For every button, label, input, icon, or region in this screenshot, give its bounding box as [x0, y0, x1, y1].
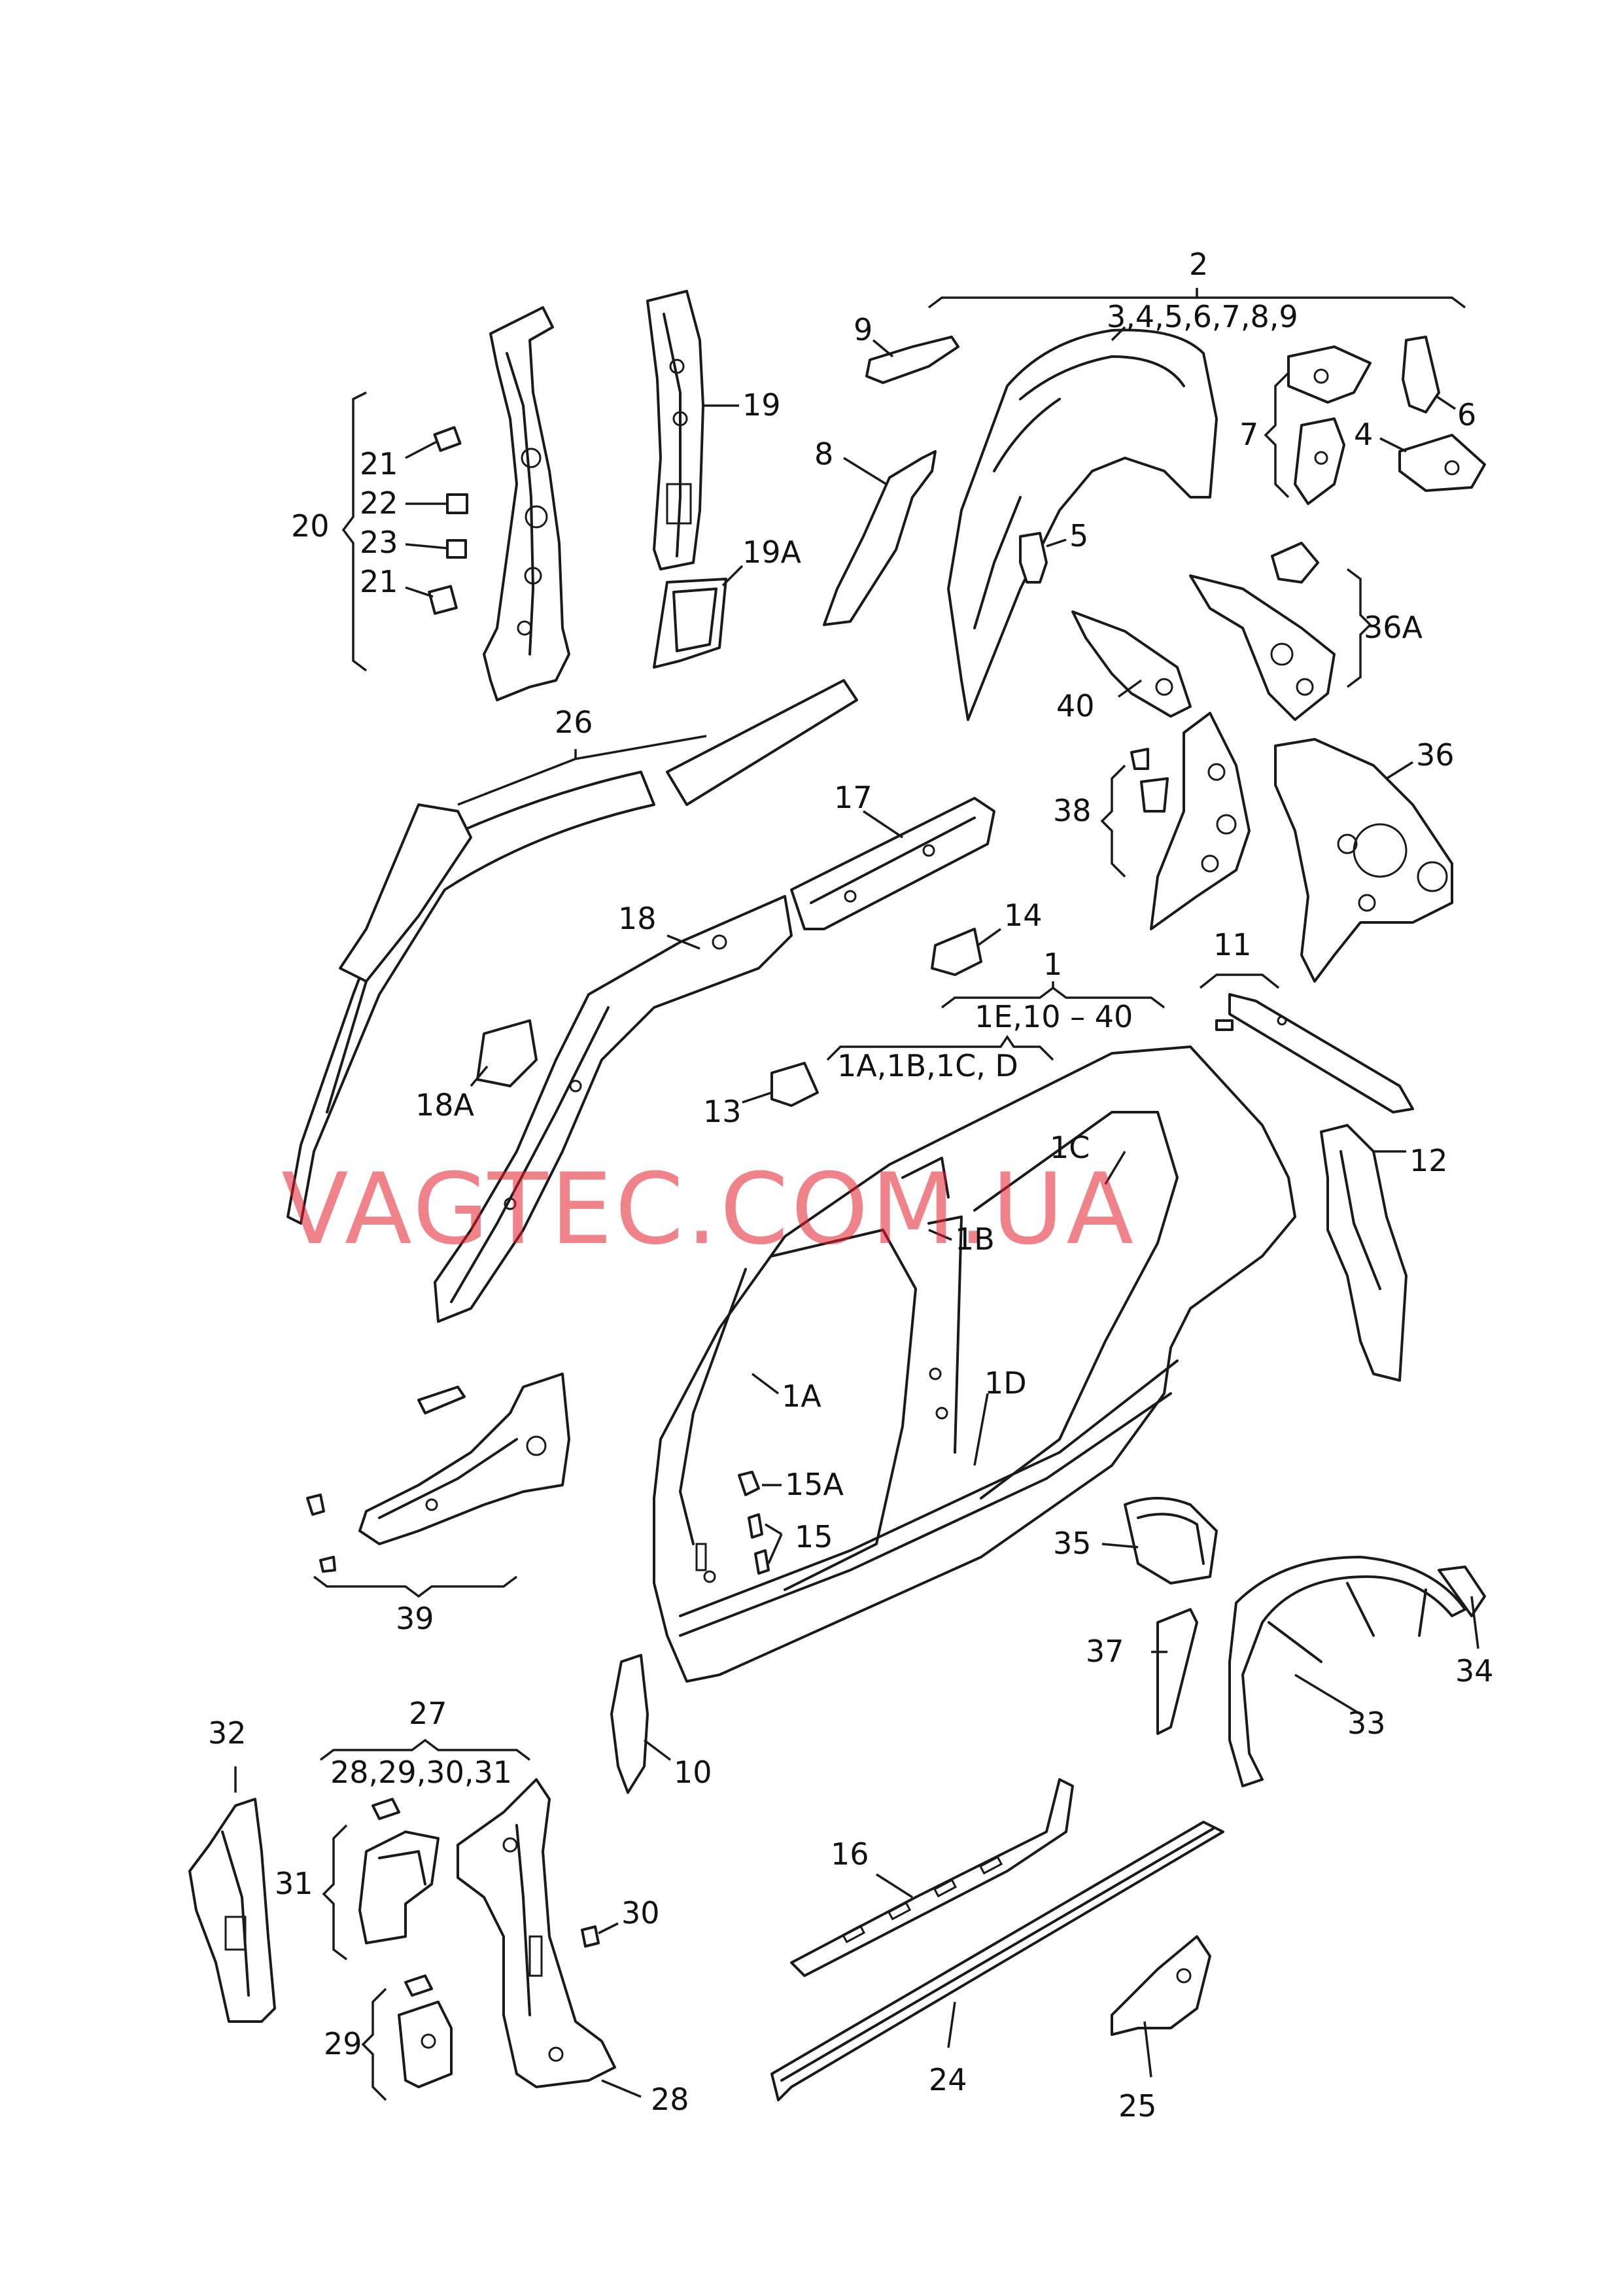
part-30-clip — [581, 1922, 619, 1948]
part-7-brackets — [1264, 345, 1372, 505]
callout-20: 20 — [291, 508, 330, 544]
part-9-bracket — [865, 336, 959, 384]
part-18A-bracket — [470, 1019, 538, 1087]
b-pillar-part — [483, 306, 570, 701]
part-19-reinforcement — [646, 290, 739, 570]
callout-21-bottom: 21 — [360, 564, 398, 599]
callout-15: 15 — [795, 1519, 833, 1554]
callout-28: 28 — [651, 2082, 689, 2117]
callout-23: 23 — [360, 525, 398, 560]
callout-35: 35 — [1053, 1526, 1092, 1561]
part-36A-group — [1189, 542, 1372, 721]
callout-2-subparts: 3,4,5,6,7,8,9 — [1107, 299, 1298, 334]
callout-5: 5 — [1069, 518, 1088, 553]
callout-19: 19 — [742, 387, 781, 423]
callout-25: 25 — [1118, 2088, 1157, 2124]
callout-4: 4 — [1354, 417, 1373, 452]
callout-7: 7 — [1239, 417, 1258, 452]
part-11-rail — [1199, 973, 1414, 1113]
callout-29: 29 — [324, 2026, 362, 2061]
part-36-panel — [1274, 738, 1453, 983]
part-38-group — [1100, 712, 1251, 930]
callout-19A: 19A — [742, 534, 802, 570]
callout-13: 13 — [703, 1094, 742, 1129]
callout-10: 10 — [674, 1755, 712, 1790]
callout-34: 34 — [1455, 1653, 1494, 1689]
part-2-wheelhouse — [927, 288, 1466, 721]
callout-1-range: 1E,10 – 40 — [975, 999, 1133, 1034]
callout-1D: 1D — [984, 1365, 1027, 1401]
callout-38: 38 — [1053, 793, 1092, 828]
part-13-plate — [742, 1062, 819, 1107]
part-12-panel — [1320, 1124, 1408, 1382]
callout-6: 6 — [1457, 397, 1476, 432]
side-panel-main — [653, 1045, 1296, 1683]
part-8-bracket — [823, 450, 937, 626]
part-27-brackets — [319, 1738, 531, 1761]
callout-36: 36 — [1416, 737, 1455, 773]
callout-39: 39 — [396, 1601, 434, 1636]
callout-17: 17 — [834, 780, 872, 815]
callout-40: 40 — [1056, 688, 1095, 724]
callout-1-subparts: 1A,1B,1C, D — [837, 1048, 1018, 1083]
callout-15A: 15A — [785, 1467, 844, 1502]
callout-37: 37 — [1086, 1634, 1124, 1669]
part-5-clip — [1019, 532, 1067, 584]
part-29-group — [361, 1974, 453, 2101]
part-16-rail — [790, 1778, 1074, 1977]
part-19A-bracket — [653, 565, 744, 669]
part-24-sill — [770, 1821, 1224, 2101]
callout-26: 26 — [555, 705, 593, 740]
part-31-group — [322, 1798, 440, 1961]
part-25-bracket — [1111, 1935, 1211, 2078]
callout-1A: 1A — [782, 1378, 821, 1414]
callout-31: 31 — [275, 1866, 313, 1901]
part-18-rail — [434, 895, 793, 1323]
callout-30: 30 — [621, 1895, 660, 1931]
callout-27-subparts: 28,29,30,31 — [330, 1755, 512, 1790]
part-28-pillar — [457, 1778, 642, 2098]
callout-27: 27 — [409, 1696, 447, 1731]
part-6-bracket — [1402, 336, 1456, 413]
part-35-cap — [1101, 1497, 1218, 1585]
callout-32: 32 — [208, 1715, 247, 1751]
part-15-clips — [738, 1471, 783, 1575]
callout-1B: 1B — [955, 1221, 995, 1257]
watermark-text: VAGTEC.COM.UA — [281, 1153, 1136, 1267]
callout-21-top: 21 — [360, 446, 398, 482]
part-40-panel — [1071, 610, 1192, 718]
callout-2: 2 — [1189, 247, 1208, 282]
part-4-plate — [1379, 434, 1486, 492]
callout-24: 24 — [929, 2062, 967, 2097]
callout-1C: 1C — [1050, 1130, 1090, 1165]
callout-11: 11 — [1213, 927, 1252, 962]
part-17-rail — [790, 797, 995, 930]
callout-18: 18 — [618, 901, 657, 936]
callout-12: 12 — [1409, 1143, 1448, 1178]
part-37-strip — [1151, 1608, 1198, 1735]
part-14-plate — [931, 928, 1002, 976]
callout-9: 9 — [854, 312, 872, 347]
callout-18A: 18A — [415, 1087, 475, 1123]
part-20-clip-group — [341, 391, 468, 672]
part-39-group — [306, 1373, 570, 1598]
part-26-roof-rail — [286, 679, 858, 1225]
callout-33: 33 — [1347, 1706, 1386, 1741]
part-10-bracket — [610, 1654, 672, 1794]
part-1-brackets — [826, 981, 1166, 1061]
part-32-panel — [188, 1766, 276, 2023]
callout-36A: 36A — [1364, 610, 1423, 645]
part-34-bracket — [1438, 1566, 1486, 1649]
callout-22: 22 — [360, 485, 398, 521]
part-33-wheel-liner — [1228, 1556, 1466, 1787]
callout-16: 16 — [831, 1836, 869, 1872]
callout-14: 14 — [1004, 898, 1043, 933]
callout-1: 1 — [1043, 947, 1062, 982]
callout-8: 8 — [814, 436, 833, 472]
